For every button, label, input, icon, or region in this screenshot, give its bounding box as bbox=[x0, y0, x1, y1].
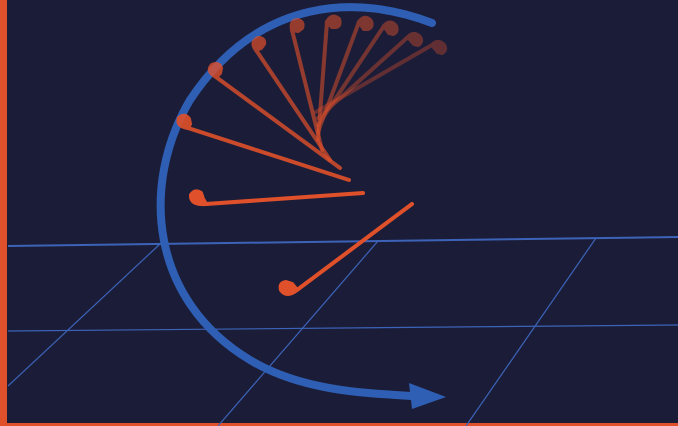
golf-club-icon bbox=[207, 62, 342, 170]
golf-club-icon bbox=[316, 14, 342, 142]
grid-line-far bbox=[7, 236, 678, 247]
left-frame-edge bbox=[0, 0, 7, 426]
grid-line-diagonal-3 bbox=[465, 237, 597, 426]
golf-club-icon bbox=[188, 189, 365, 207]
grid-line-diagonal-1 bbox=[7, 243, 161, 387]
golf-club-icon bbox=[314, 40, 448, 114]
bottom-frame-edge bbox=[0, 423, 678, 426]
golf-club-icon bbox=[251, 35, 332, 162]
golf-club-icon bbox=[176, 113, 351, 182]
golf-club-icon bbox=[289, 17, 324, 152]
swing-path-arc bbox=[156, 3, 436, 400]
golf-club-sequence bbox=[176, 14, 448, 296]
golf-club-icon bbox=[316, 15, 374, 134]
ground-grid bbox=[7, 236, 678, 426]
swing-path-arrow-icon bbox=[409, 383, 446, 409]
golf-club-icon bbox=[316, 32, 424, 120]
grid-line-diagonal-2 bbox=[217, 240, 379, 426]
golf-club-icon bbox=[278, 202, 414, 296]
golf-club-icon bbox=[316, 20, 399, 127]
grid-line-near bbox=[7, 324, 678, 332]
